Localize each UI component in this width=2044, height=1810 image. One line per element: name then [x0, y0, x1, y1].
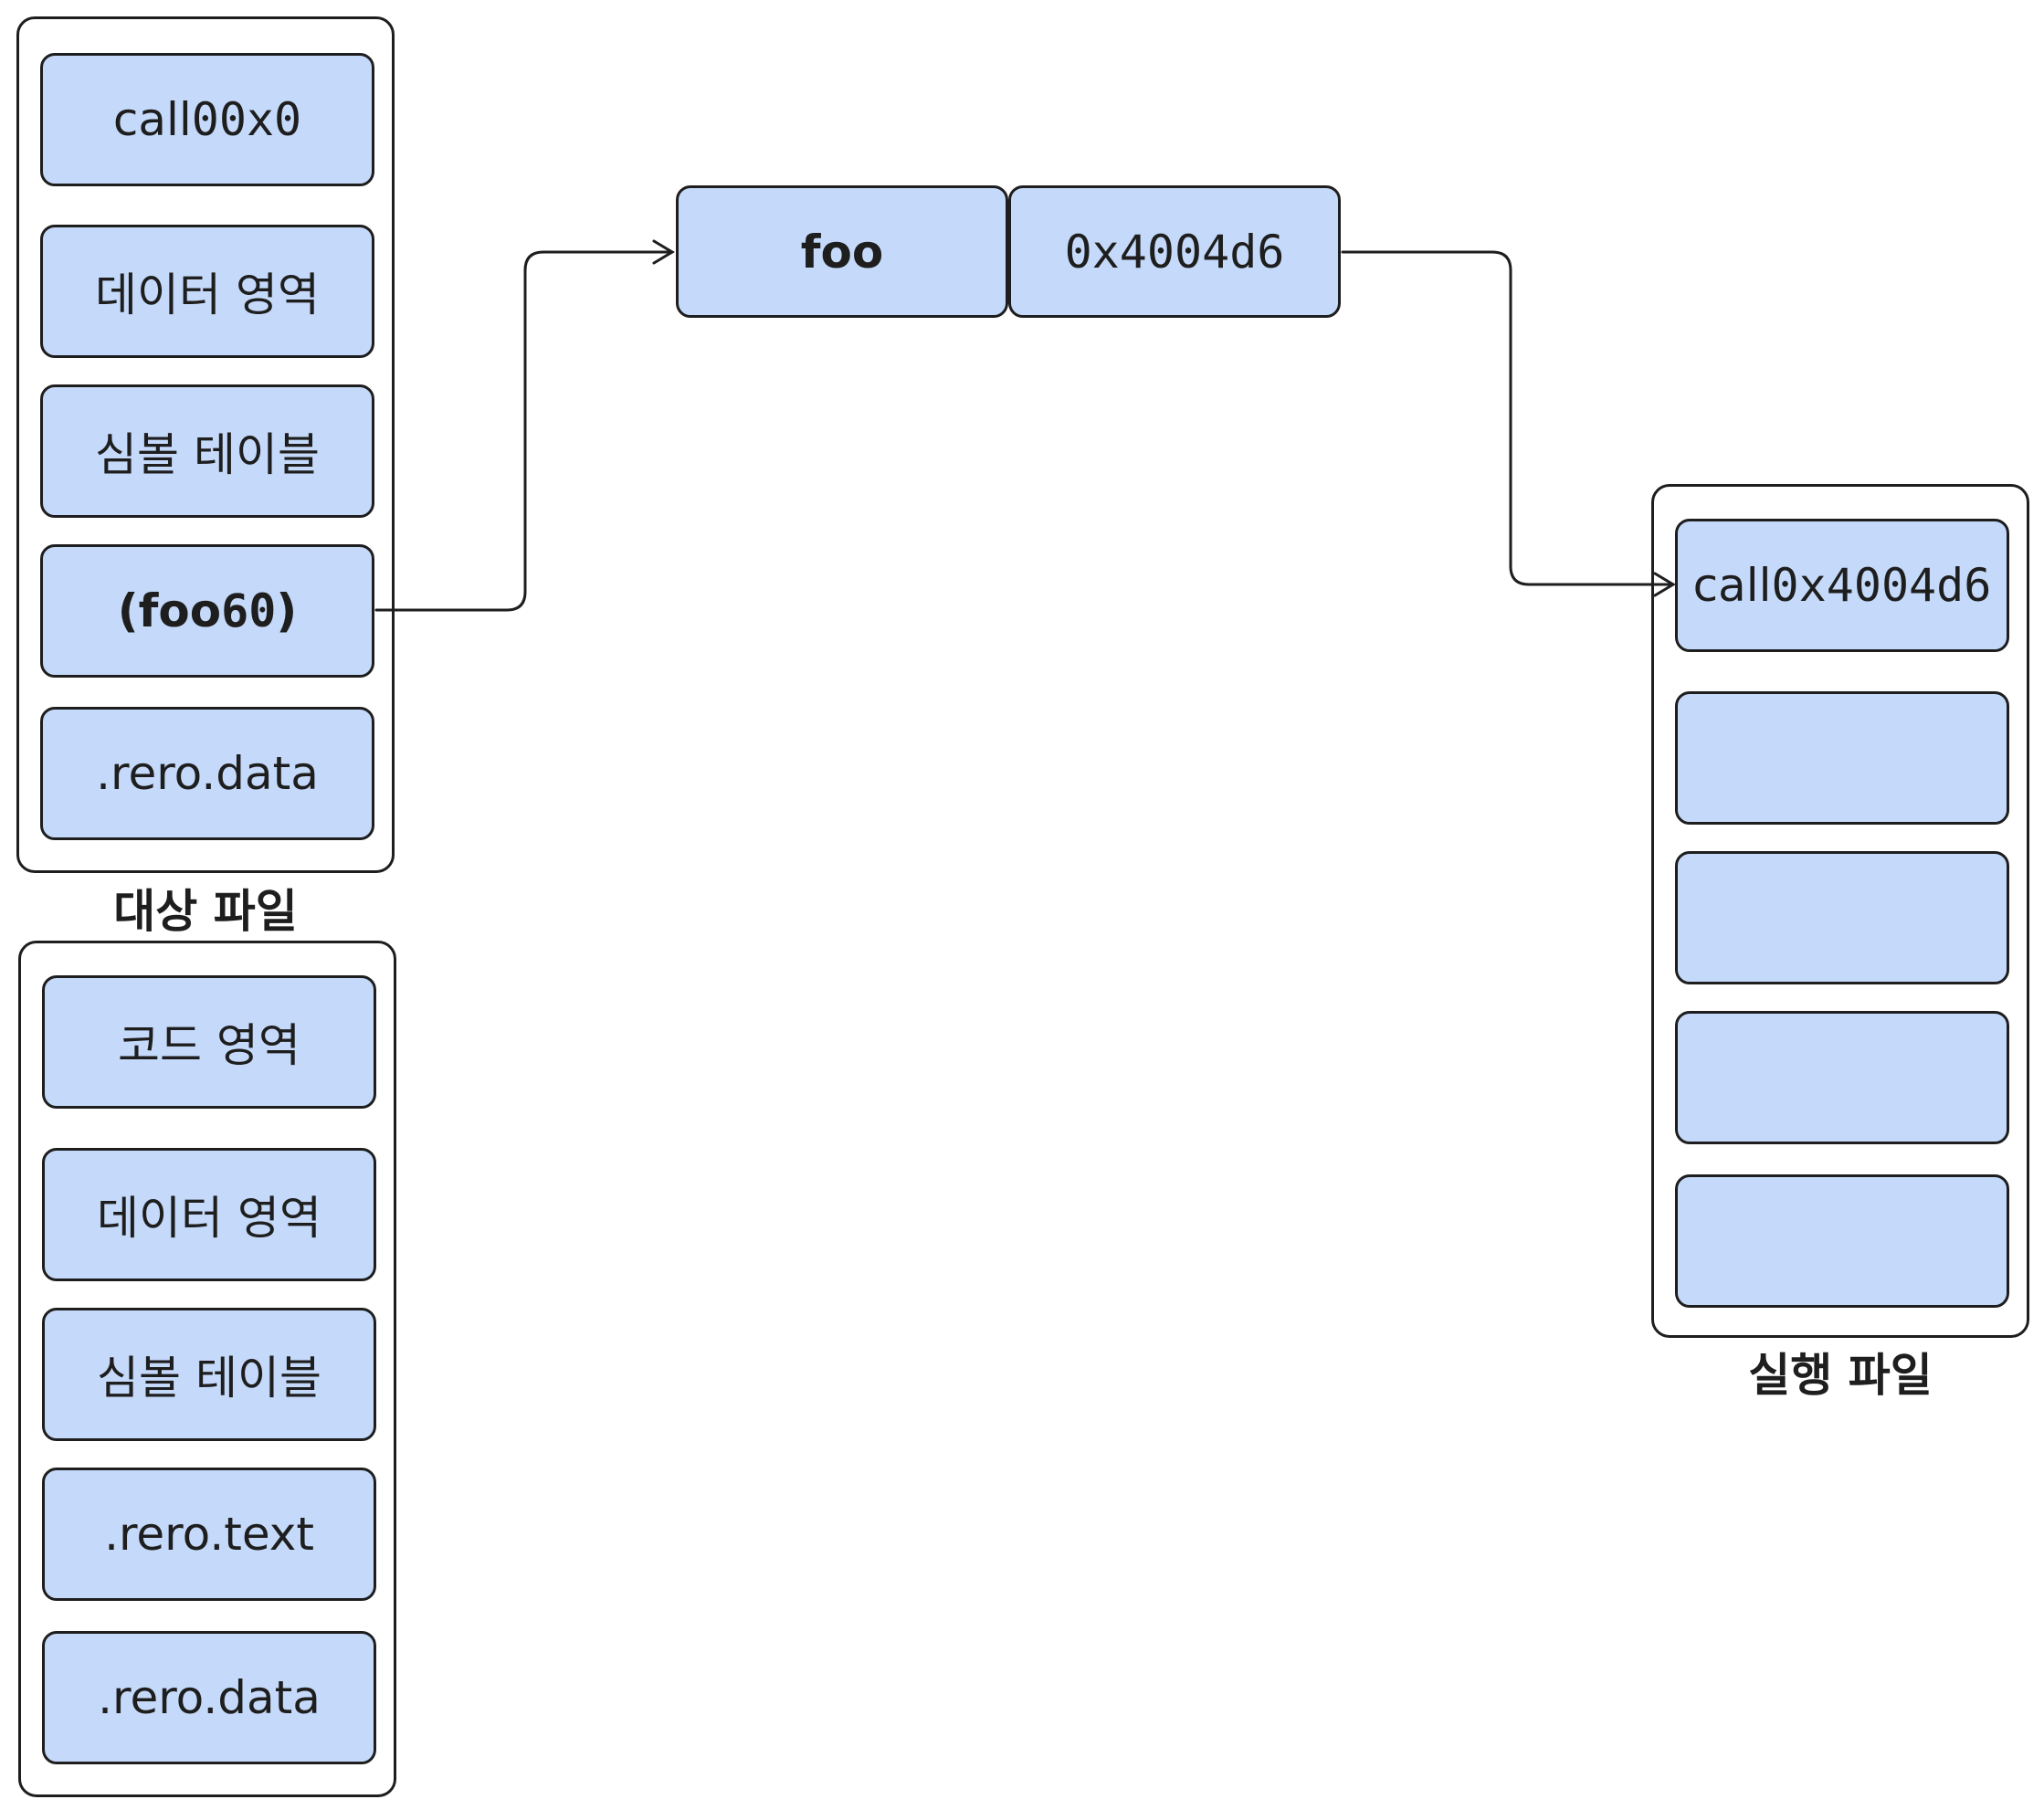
object-file-call-cell: call 00x0: [40, 53, 374, 186]
object-file-data-section-cell: 데이터 영역: [40, 225, 374, 358]
lower-file-code-section-cell: 코드 영역: [42, 975, 376, 1109]
foo-entry-to-symbol-arrow: [374, 250, 674, 612]
lower-file-rero-text-cell: .rero.text: [42, 1468, 376, 1601]
lower-file-symbol-table-cell: 심볼 테이블: [42, 1308, 376, 1441]
executable-file-empty-cell-1: [1675, 691, 2009, 825]
symbol-address-cell: 0x4004d6: [1008, 185, 1341, 318]
executable-file-caption: 실행 파일: [1748, 1349, 1933, 1402]
object-file-caption: 대상 파일: [113, 885, 298, 938]
foo-arrowhead: [652, 239, 675, 265]
object-file-rero-data-cell: .rero.data: [40, 707, 374, 840]
executable-file-empty-cell-2: [1675, 851, 2009, 984]
lower-file-data-section-cell: 데이터 영역: [42, 1148, 376, 1281]
executable-file-empty-cell-3: [1675, 1011, 2009, 1144]
call-arrowhead: [1653, 572, 1676, 597]
object-file-foo-entry-cell: (foo 60): [40, 544, 374, 678]
symbol-to-executable-call-arrow: [1341, 250, 1675, 586]
executable-file-empty-cell-4: [1675, 1174, 2009, 1308]
executable-file-call-cell: call 0x4004d6: [1675, 519, 2009, 652]
symbol-name-cell: foo: [676, 185, 1008, 318]
object-file-symbol-table-cell: 심볼 테이블: [40, 384, 374, 518]
lower-file-rero-data-cell: .rero.data: [42, 1631, 376, 1764]
